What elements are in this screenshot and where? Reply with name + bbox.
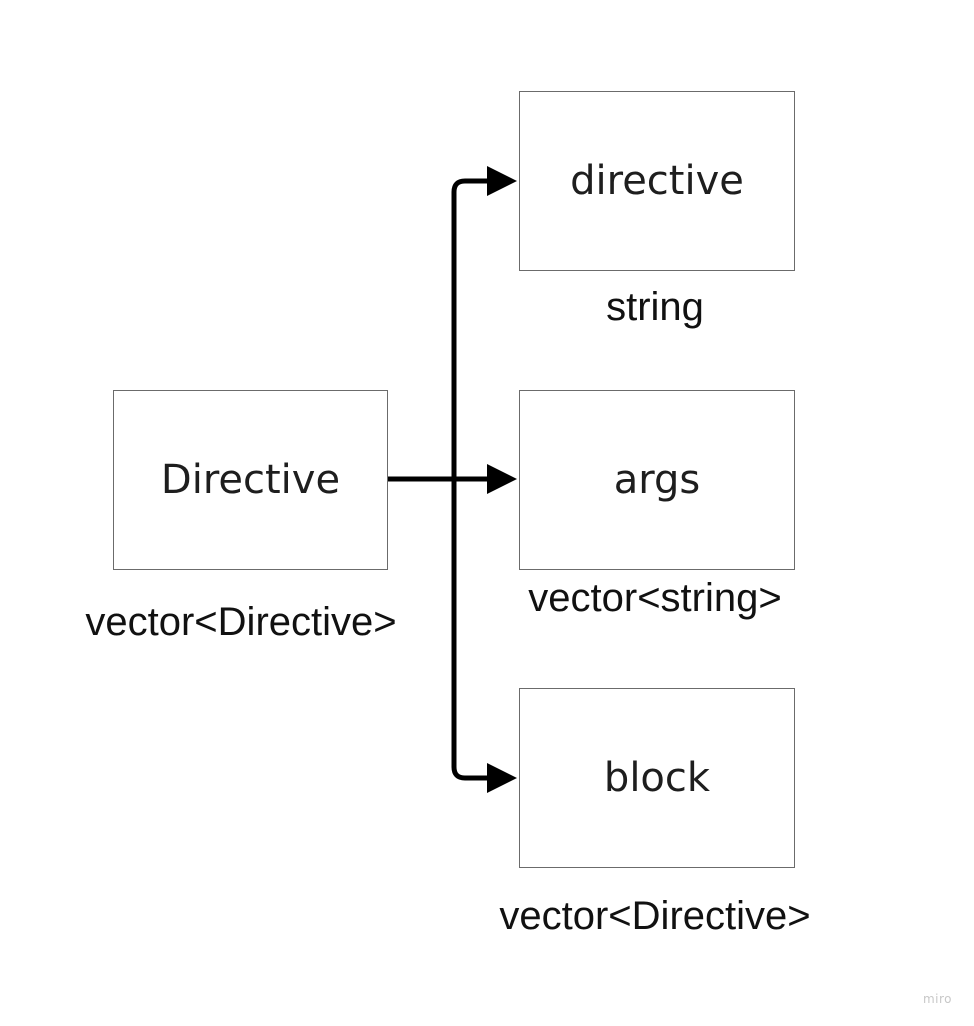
child-node-directive-type-label: string bbox=[606, 285, 704, 329]
child-node-args-label: args bbox=[613, 457, 701, 503]
arrow-trunk-to-directive bbox=[451, 166, 517, 479]
child-node-directive-label: directive bbox=[570, 158, 744, 204]
child-node-block-label: block bbox=[603, 755, 711, 801]
child-node-block-box: block bbox=[519, 688, 795, 868]
root-node-box: Directive bbox=[113, 390, 388, 570]
child-node-directive-box: directive bbox=[519, 91, 795, 271]
child-node-args-box: args bbox=[519, 390, 795, 570]
miro-watermark: miro bbox=[922, 992, 952, 1006]
child-node-block-type-label: vector<Directive> bbox=[499, 894, 811, 938]
child-node-args-type-label: vector<string> bbox=[528, 576, 782, 620]
root-node-type-label: vector<Directive> bbox=[85, 600, 397, 644]
arrow-trunk-to-block bbox=[451, 479, 517, 793]
root-node-label: Directive bbox=[160, 457, 341, 503]
